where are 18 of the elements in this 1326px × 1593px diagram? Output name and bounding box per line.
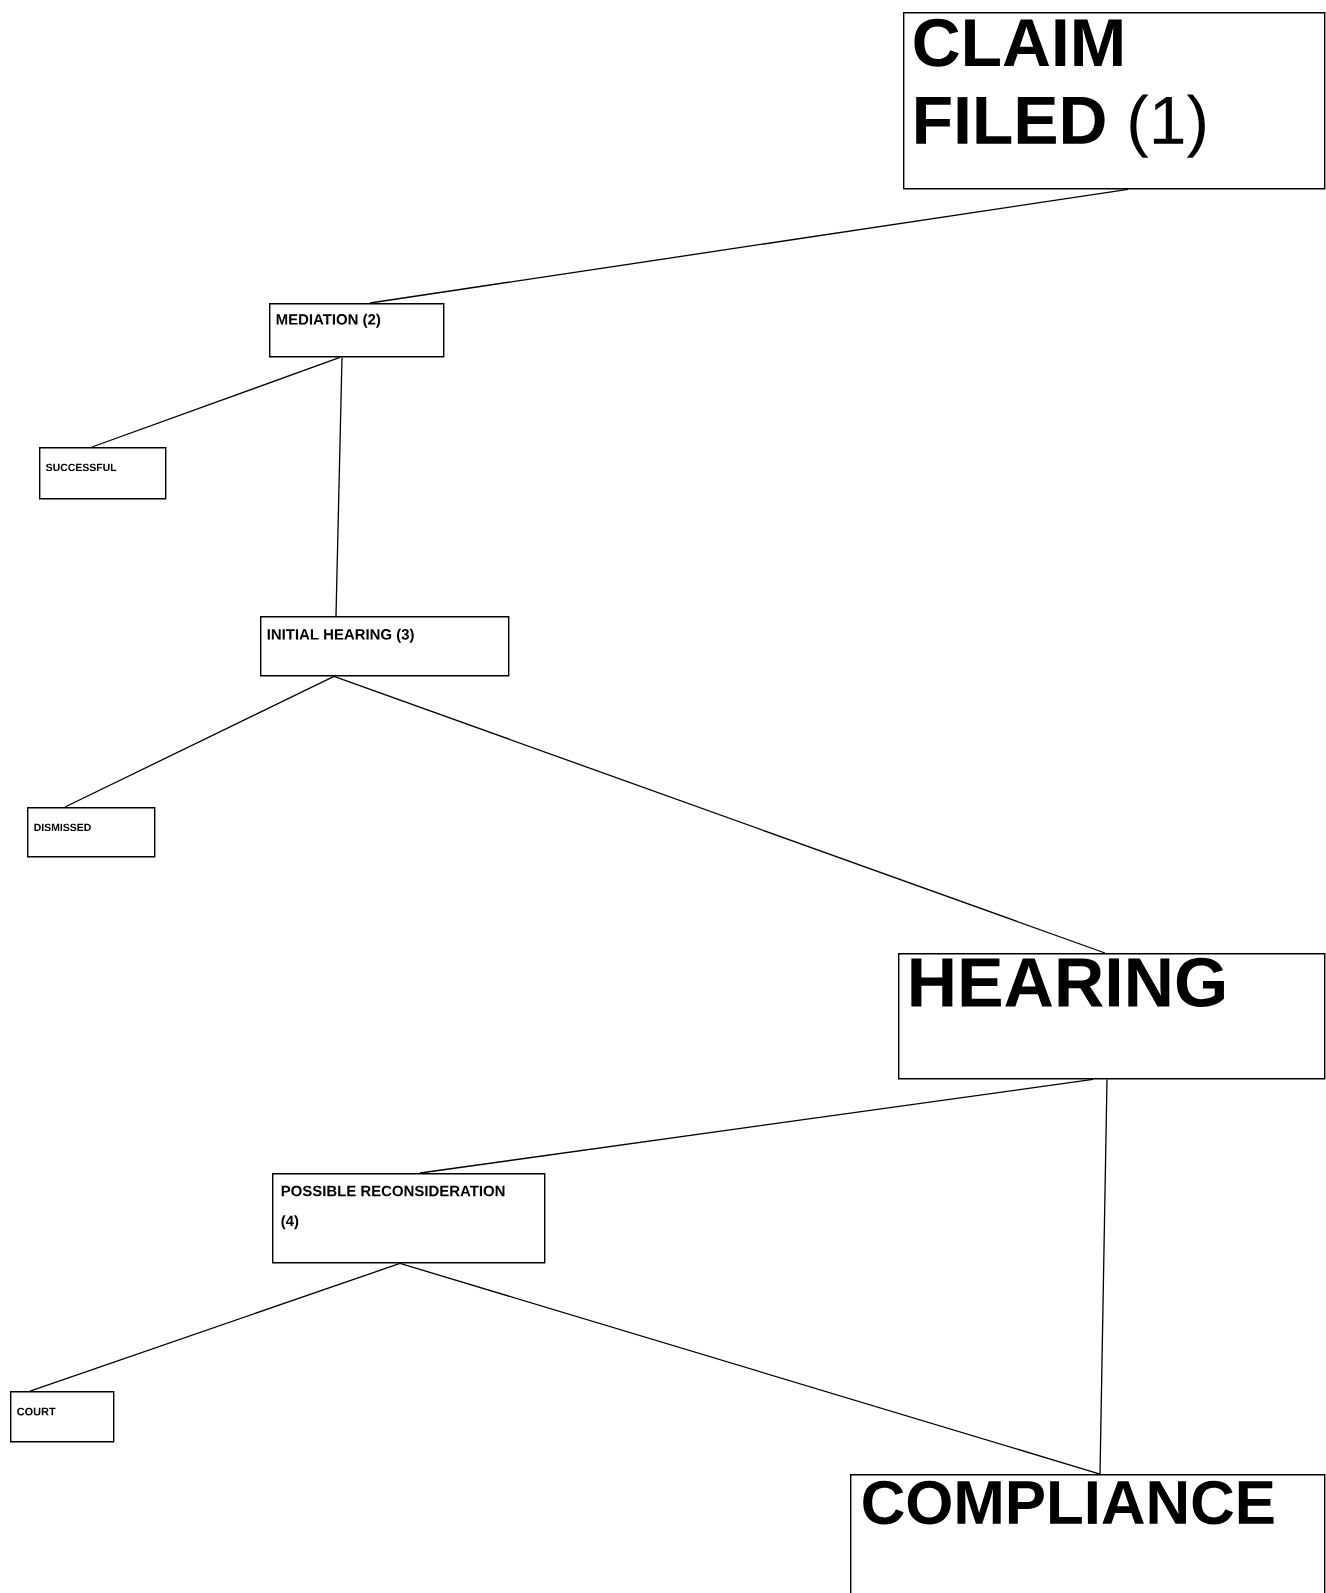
connector-line	[333, 675, 1106, 954]
connector-line	[399, 1262, 1101, 1475]
process-box: INITIAL HEARING (3)	[260, 616, 510, 677]
connector-line	[91, 356, 341, 448]
connector-line	[419, 1078, 1094, 1174]
outcome-box: DISMISSED	[27, 807, 156, 858]
process-box: MEDIATION (2)	[269, 303, 445, 358]
outcome-box: SUCCESSFUL	[39, 447, 167, 500]
connector-line	[64, 675, 335, 808]
process-box: POSSIBLE RECONSIDERATION (4)	[272, 1173, 546, 1264]
connector-line	[335, 356, 343, 617]
connector-line	[369, 188, 1129, 304]
process-box: CLAIM FILED (1)	[903, 12, 1326, 190]
process-box: HEARING	[898, 953, 1326, 1080]
process-box: COMPLIANCE	[850, 1474, 1326, 1593]
connector-line	[1099, 1078, 1108, 1475]
outcome-box: COURT	[10, 1391, 115, 1443]
connector-line	[29, 1262, 401, 1392]
